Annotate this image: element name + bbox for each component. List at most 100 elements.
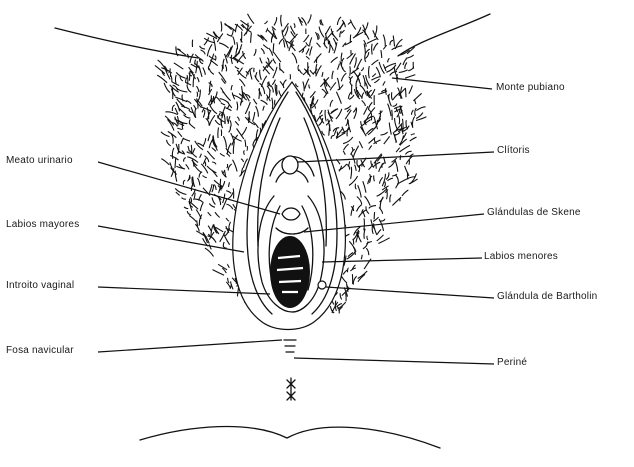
hair-stroke [210,104,218,113]
hair-stroke [412,116,414,126]
hair-stroke [171,75,172,82]
hair-stroke [226,218,229,221]
hair-stroke [373,43,378,51]
hair-stroke [416,113,423,119]
hair-stroke [223,91,231,100]
hair-stroke [251,33,252,43]
hair-stroke [225,23,232,29]
hair-stroke [227,264,229,267]
buttock-outline [140,426,440,448]
hair-stroke [379,62,384,74]
hair-stroke [308,14,312,23]
hair-stroke [187,85,191,93]
hair-stroke [220,88,223,94]
hair-stroke [340,293,342,299]
hair-stroke [261,48,264,54]
hair-stroke [193,148,195,153]
hair-stroke [305,79,309,89]
hair-stroke [337,64,339,70]
label-glandula-bartholin: Glándula de Bartholin [497,291,597,302]
hair-stroke [237,42,238,49]
label-introito-vaginal: Introito vaginal [6,280,74,291]
hair-stroke [188,175,190,181]
hair-stroke [411,134,415,135]
hair-stroke [377,190,386,197]
hair-stroke [208,134,210,141]
hair-stroke [354,57,356,67]
hair-stroke [201,164,208,174]
hair-stroke [223,136,226,147]
hair-stroke [364,229,365,239]
hair-stroke [197,92,198,97]
hair-stroke [208,212,212,216]
hair-stroke [331,135,334,139]
hair-stroke [237,102,238,111]
hair-stroke [210,54,214,66]
hair-stroke [357,197,362,205]
hair-stroke [405,88,406,97]
hair-stroke [322,72,323,77]
hair-stroke [194,105,197,109]
hair-stroke [325,110,326,121]
hair-stroke [220,99,229,103]
hair-stroke [208,226,211,231]
hair-stroke [364,106,368,114]
hair-stroke [309,85,310,89]
hair-stroke [376,67,380,77]
hair-stroke [273,43,274,53]
hair-stroke [256,72,257,78]
hair-stroke [202,108,204,113]
hair-stroke [175,171,177,182]
hair-stroke [363,181,366,193]
hair-stroke [203,176,207,178]
hair-stroke [161,132,170,137]
hair-stroke [374,79,379,83]
hair-stroke [245,140,246,147]
hair-stroke [269,91,270,98]
hair-stroke [357,59,362,69]
hair-stroke [353,146,358,157]
hair-stroke [357,233,361,243]
hair-stroke [213,38,215,51]
hair-stroke [212,148,216,151]
hair-stroke [374,212,375,219]
hair-stroke [380,177,383,183]
hair-stroke [395,39,402,49]
hair-stroke [248,14,255,24]
hair-stroke [330,82,336,90]
hair-stroke [231,133,234,142]
hair-stroke [328,42,333,51]
hair-stroke [165,116,174,125]
hair-stroke [304,35,309,42]
hair-stroke [226,204,232,209]
hair-stroke [415,108,416,116]
hair-stroke [389,94,390,99]
hair-stroke [203,232,209,243]
hair-stroke [214,96,215,103]
hair-stroke [319,27,324,38]
hair-stroke [337,78,339,90]
hair-stroke [189,215,196,221]
hair-stroke [355,165,357,171]
hair-stroke [392,198,400,205]
hair-stroke [347,251,356,259]
hair-stroke [233,160,238,172]
bartholin-gland [318,281,326,289]
lead-fosa [98,340,282,352]
hair-stroke [343,151,345,155]
hair-stroke [237,117,239,121]
hair-stroke [374,175,375,181]
hair-stroke [406,55,414,59]
hair-stroke [381,132,388,135]
hair-stroke [203,138,206,146]
hair-stroke [365,196,371,206]
hair-stroke [306,56,309,59]
hair-stroke [355,184,356,190]
hair-stroke [184,207,188,209]
hair-stroke [343,67,346,72]
hair-stroke [336,92,341,104]
hair-stroke [396,63,401,71]
hair-stroke [387,178,393,180]
hair-stroke [189,123,195,128]
